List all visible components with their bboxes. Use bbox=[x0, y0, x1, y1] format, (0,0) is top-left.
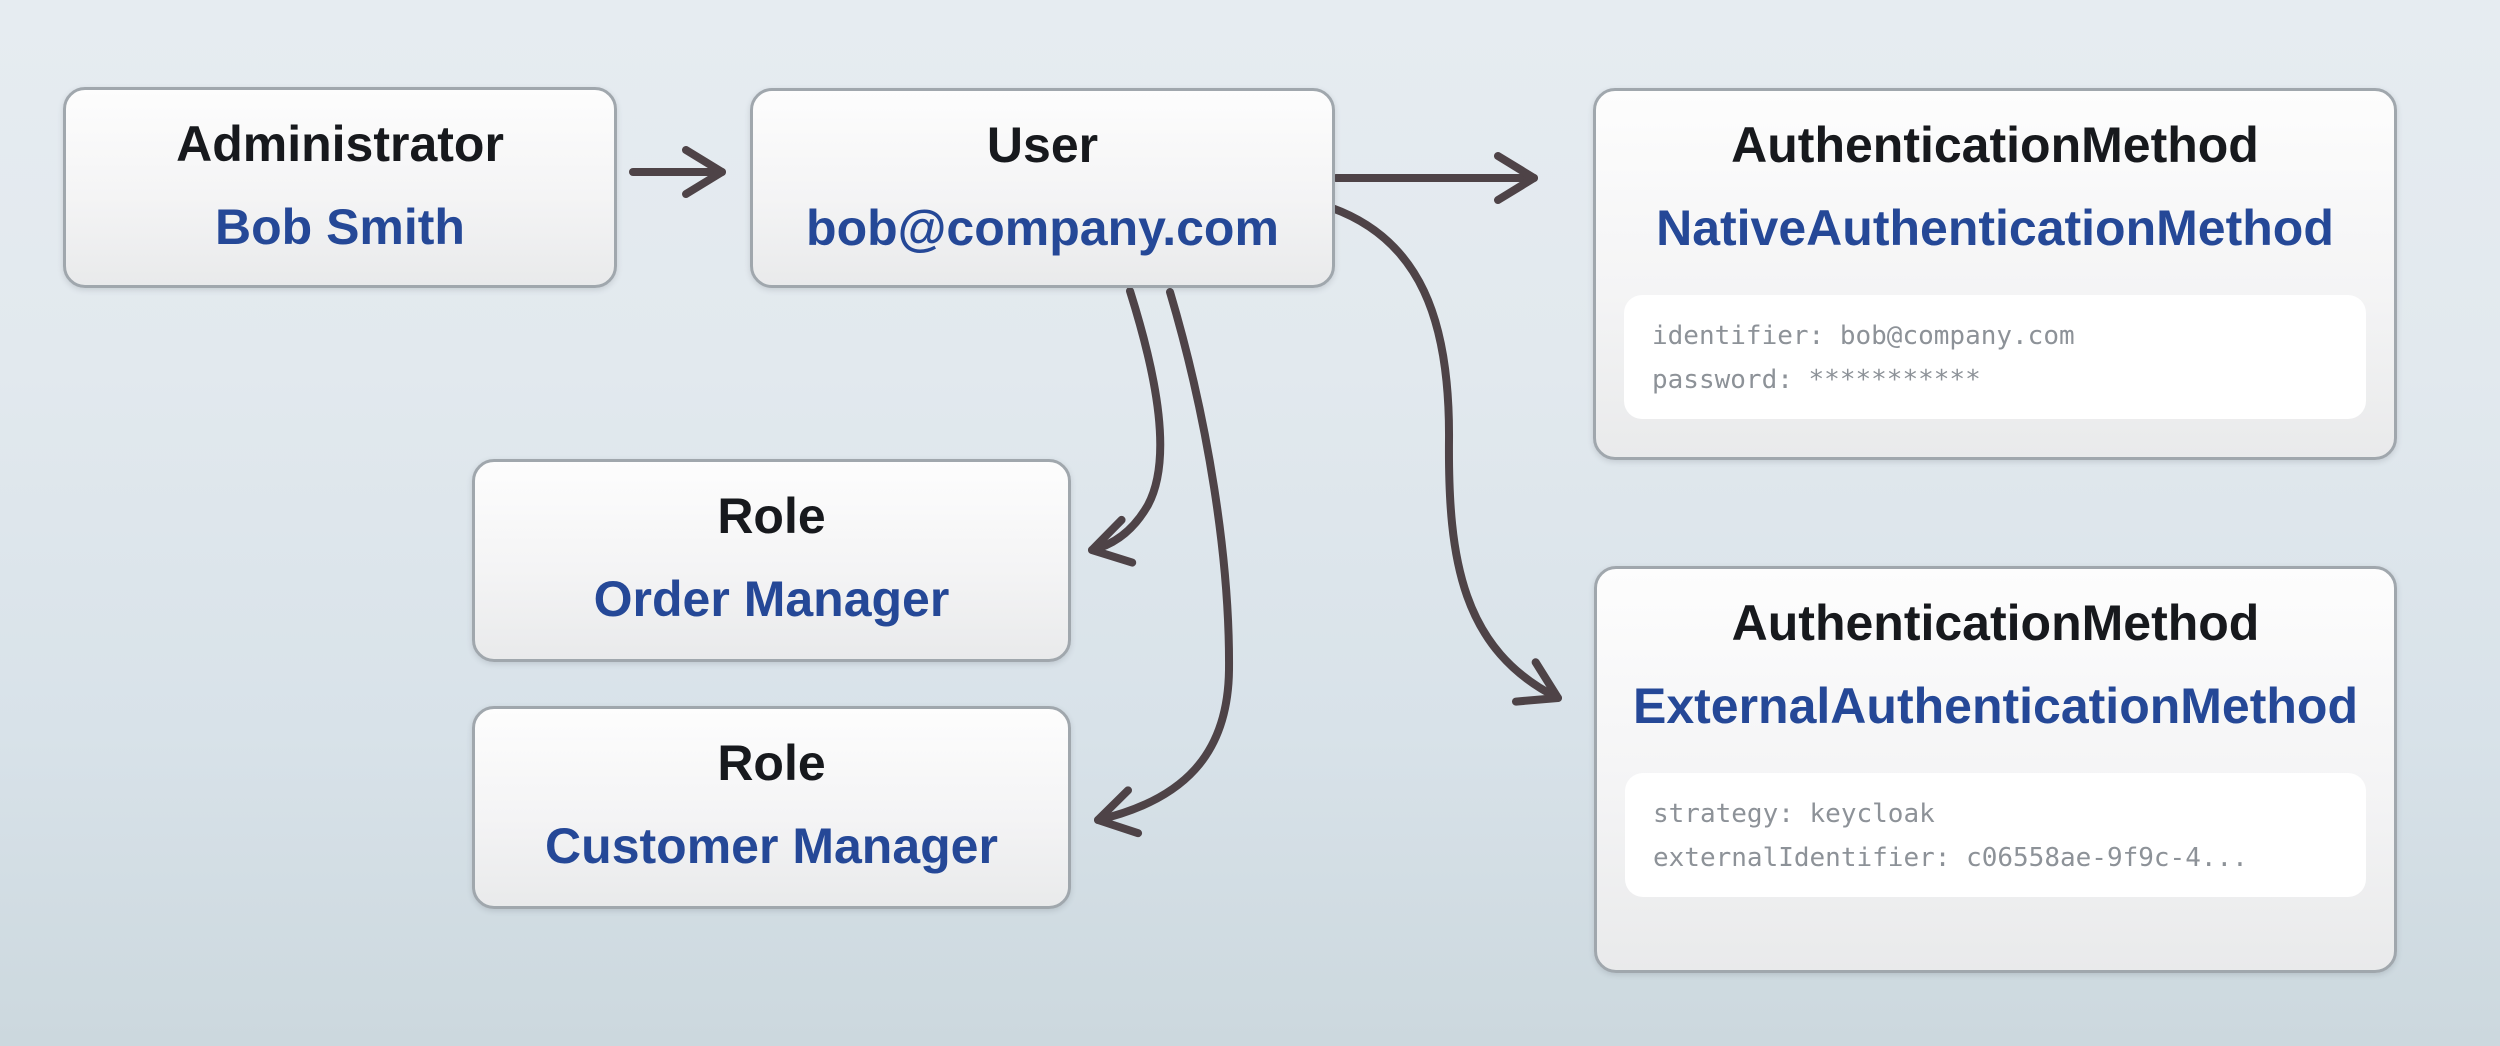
entity-name-label: Customer Manager bbox=[545, 818, 998, 874]
edge-user-to-role-order bbox=[1088, 287, 1165, 567]
attribute-identifier: identifier: bob@company.com bbox=[1652, 321, 2075, 351]
attribute-strategy: strategy: keycloak bbox=[1653, 799, 1935, 829]
attribute-external-identifier: externalIdentifier: c06558ae-9f9c-4... bbox=[1653, 843, 2248, 873]
entity-type-label: AuthenticationMethod bbox=[1731, 595, 2260, 651]
attributes-panel: strategy: keycloak externalIdentifier: c… bbox=[1625, 773, 2366, 897]
entity-name-label: Order Manager bbox=[593, 571, 950, 627]
node-native-authentication-method: AuthenticationMethod NativeAuthenticatio… bbox=[1593, 88, 2397, 460]
entity-type-label: Administrator bbox=[176, 116, 504, 172]
node-administrator: Administrator Bob Smith bbox=[63, 87, 617, 288]
node-role-customer-manager: Role Customer Manager bbox=[472, 706, 1071, 909]
attribute-password: password: *********** bbox=[1652, 365, 1981, 395]
edge-user-to-role-customer bbox=[1094, 288, 1234, 838]
attributes-panel: identifier: bob@company.com password: **… bbox=[1624, 295, 2366, 419]
entity-name-label: Bob Smith bbox=[215, 199, 465, 255]
node-external-authentication-method: AuthenticationMethod ExternalAuthenticat… bbox=[1594, 566, 2397, 973]
entity-type-label: AuthenticationMethod bbox=[1731, 117, 2259, 173]
node-role-order-manager: Role Order Manager bbox=[472, 459, 1071, 662]
node-user: User bob@company.com bbox=[750, 88, 1335, 288]
edge-user-to-external-auth bbox=[1328, 204, 1562, 706]
entity-type-label: Role bbox=[717, 488, 826, 544]
entity-type-label: Role bbox=[717, 735, 826, 791]
entity-type-label: User bbox=[986, 117, 1099, 173]
entity-name-label: bob@company.com bbox=[806, 200, 1279, 256]
entity-name-label: ExternalAuthenticationMethod bbox=[1632, 678, 2359, 734]
entity-name-label: NativeAuthenticationMethod bbox=[1656, 200, 2334, 256]
